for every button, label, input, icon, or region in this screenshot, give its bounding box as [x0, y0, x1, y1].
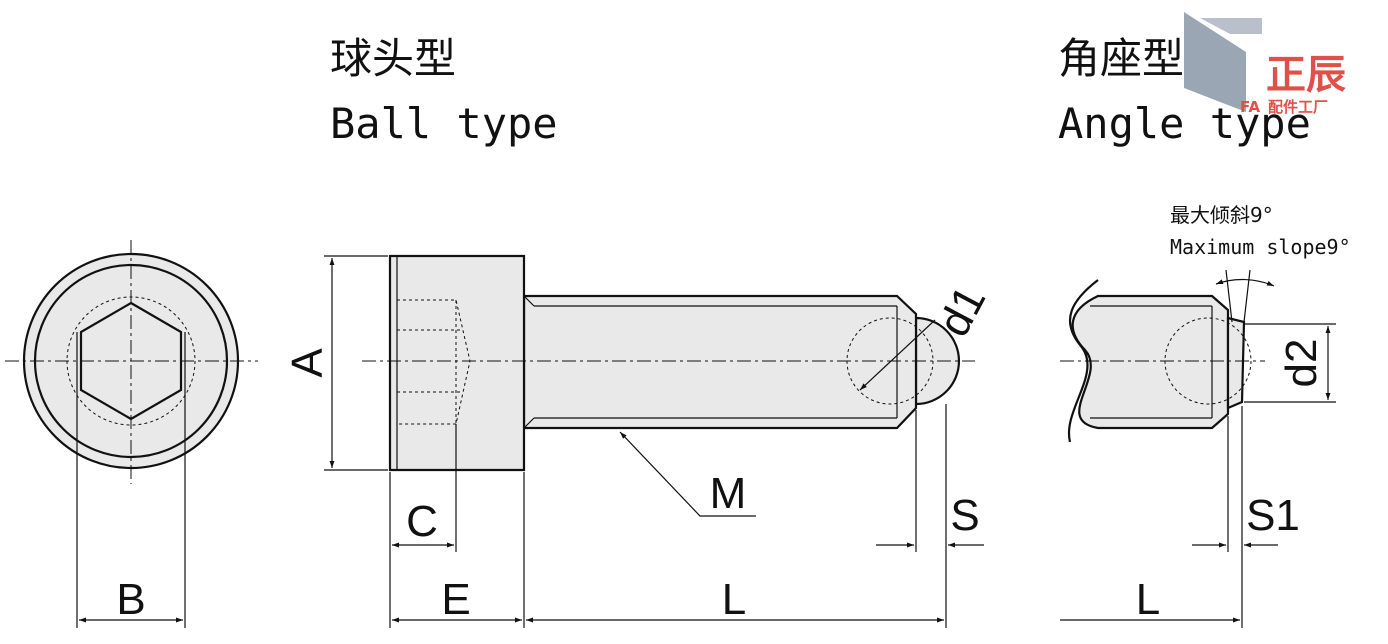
- dim-S1-label: S1: [1246, 491, 1300, 540]
- dim-B-label: B: [116, 575, 145, 624]
- angle-type-title-cn: 角座型: [1058, 34, 1184, 83]
- slope-note-cn: 最大倾斜9°: [1170, 203, 1273, 227]
- dim-d1-line: [859, 319, 936, 391]
- logo-subtitle: 配件工厂: [1268, 98, 1328, 116]
- angle-seat-pad: [1226, 316, 1246, 410]
- dim-A-label: A: [283, 348, 332, 378]
- angle-type-title-en: Angle type: [1058, 99, 1311, 148]
- dim-C-label: C: [406, 497, 438, 546]
- dim-L-ball-label: L: [722, 575, 746, 624]
- slope-note-en: Maximum slope9°: [1170, 235, 1351, 259]
- dim-E-label: E: [441, 575, 470, 624]
- ball-type-title-en: Ball type: [330, 99, 558, 148]
- dim-d2-label: d2: [1277, 339, 1326, 388]
- logo-prefix: FA: [1240, 98, 1261, 116]
- ball-type-title-cn: 球头型: [330, 34, 456, 83]
- dim-M-label: M: [710, 469, 747, 518]
- screw-head: [388, 254, 526, 472]
- dim-M-leader: [619, 431, 756, 517]
- ball-type-view: A C E L S M d1: [283, 254, 995, 628]
- threaded-shank: [522, 294, 918, 430]
- slope-arc: [1215, 278, 1275, 287]
- angle-type-view: 最大倾斜9° Maximum slope9° d2 S1 L: [1060, 203, 1351, 628]
- dim-L-angle-label: L: [1136, 575, 1160, 624]
- angle-shank: [1071, 294, 1230, 430]
- brand-logo: 正辰 FA 配件工厂: [1184, 12, 1346, 116]
- end-view: B: [5, 240, 258, 628]
- logo-name: 正辰: [1266, 52, 1346, 98]
- break-line: [1067, 279, 1099, 443]
- dim-S-label: S: [950, 491, 979, 540]
